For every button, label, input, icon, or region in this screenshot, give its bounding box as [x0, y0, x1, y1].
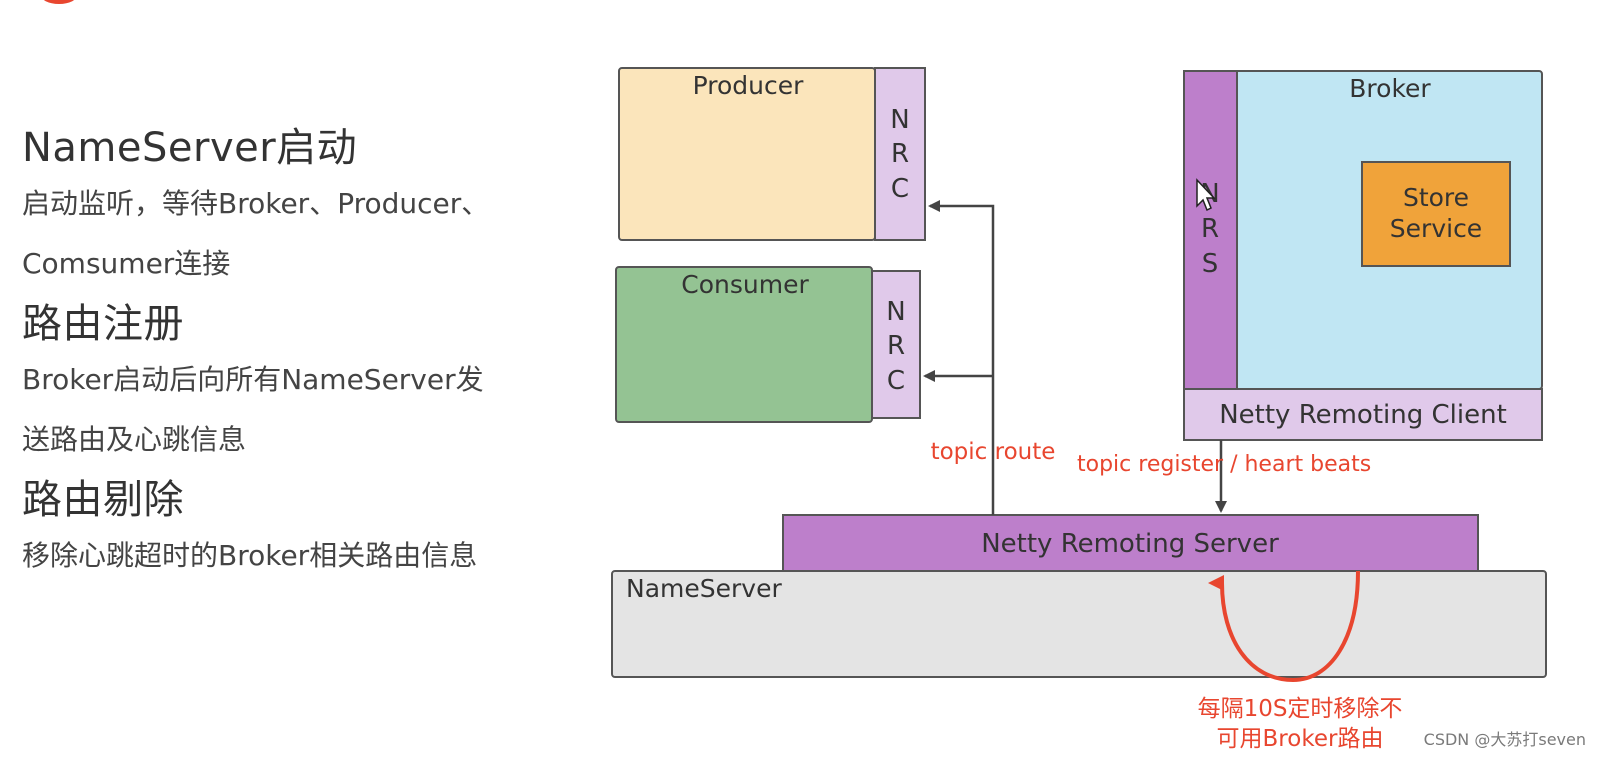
producer-nrc-box [874, 67, 926, 241]
broker-nrs-box [1183, 70, 1238, 390]
consumer-label: Consumer [681, 270, 809, 299]
producer-label: Producer [693, 71, 805, 100]
broker-label: Broker [1349, 74, 1431, 103]
topic-register-label: topic register / heart beats [1077, 452, 1371, 477]
store-service-label-line1: Store [1403, 183, 1469, 212]
desc-nameserver-start-line2: Comsumer连接 [22, 247, 231, 280]
producer-nrc-letter-2: R [891, 139, 909, 169]
topic-route-line [928, 200, 995, 515]
left-text-panel: NameServer启动 启动监听，等待Broker、Producer、 Com… [22, 120, 582, 588]
desc-route-register-line2: 送路由及心跳信息 [22, 423, 247, 456]
producer-nrc-letter-1: N [890, 105, 909, 135]
removal-note-line2: 可用Broker路由 [1217, 726, 1384, 752]
route-removal-loop-arrow [1208, 570, 1360, 683]
top-left-decoration [40, 0, 78, 4]
nameserver-label: NameServer [626, 574, 782, 603]
heading-nameserver-start: NameServer启动 [22, 125, 358, 171]
mouse-cursor-icon [1196, 178, 1216, 212]
producer-nrc-letter-3: C [891, 174, 909, 204]
desc-route-remove-line1: 移除心跳超时的Broker相关路由信息 [22, 539, 478, 572]
broker-nrs-letter-2: R [1201, 214, 1219, 244]
consumer-nrc-letter-3: C [887, 366, 905, 396]
consumer-nrc-box [871, 270, 921, 419]
consumer-nrc-letter-1: N [886, 297, 905, 327]
desc-route-register-line1: Broker启动后向所有NameServer发 [22, 363, 484, 396]
broker-nrs-letter-3: S [1202, 249, 1219, 279]
store-service-label-line2: Service [1390, 214, 1482, 243]
csdn-watermark: CSDN @大苏打seven [1423, 730, 1586, 749]
netty-remoting-client-label: Netty Remoting Client [1219, 400, 1507, 430]
heading-route-remove: 路由剔除 [22, 477, 184, 523]
heading-route-register: 路由注册 [22, 301, 184, 347]
desc-nameserver-start-line1: 启动监听，等待Broker、Producer、 [22, 187, 490, 220]
netty-remoting-client-box [1183, 388, 1543, 441]
topic-route-label: topic route [931, 439, 1056, 465]
netty-remoting-server-label: Netty Remoting Server [981, 529, 1279, 559]
store-service-box [1361, 161, 1511, 267]
netty-remoting-server-box [782, 514, 1479, 572]
consumer-nrc-letter-2: R [887, 331, 905, 361]
removal-note-line1: 每隔10S定时移除不 [1198, 696, 1403, 722]
